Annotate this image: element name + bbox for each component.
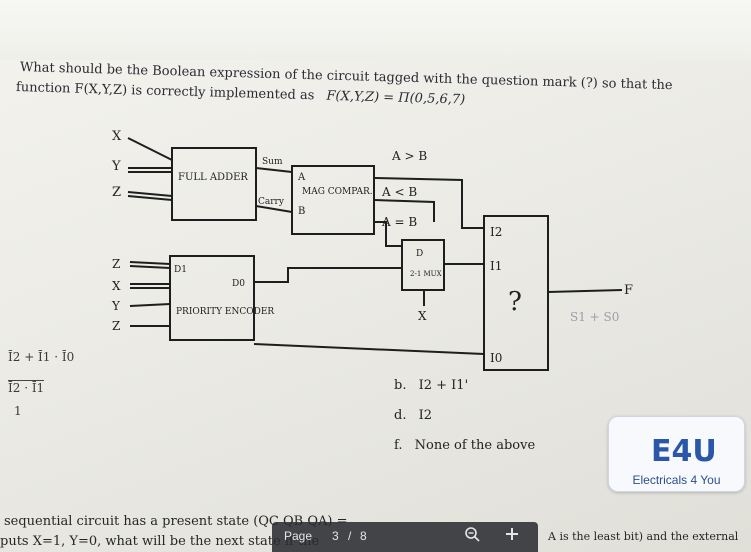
bottom-text-line-1: sequential circuit has a present state (… <box>4 514 348 529</box>
out-eq-label: A = B <box>381 215 417 229</box>
option-f-letter: f. <box>394 438 403 453</box>
watermark-logo-text: E4U <box>651 434 717 469</box>
bottom-text-line-2: puts X=1, Y=0, what will be the next sta… <box>0 534 320 549</box>
pe-input-4: Z <box>112 319 120 333</box>
pe-input-3: Y <box>111 299 121 313</box>
out-lt-label: A < B <box>381 185 417 199</box>
wire-z-fa <box>127 191 173 197</box>
zoom-in-button[interactable] <box>502 526 522 546</box>
option-b: b. I2 + I1' <box>394 378 468 393</box>
left-scribble-2: Ī2 · Ī1 <box>8 380 45 395</box>
left-scribble-1: Ī2 + Ī1 · Ī0 <box>8 350 75 364</box>
page-top-band <box>0 0 751 60</box>
option-d-letter: d. <box>394 408 407 423</box>
mux-sel-label: X <box>418 309 427 323</box>
zoom-in-icon <box>506 528 518 540</box>
output-f-label: F <box>624 283 633 298</box>
fa-sum-label: Sum <box>262 157 283 167</box>
wire-carry <box>255 205 293 213</box>
pe-label: PRIORITY ENCODER <box>176 307 274 317</box>
fa-carry-label: Carry <box>258 197 285 207</box>
label-input-x: X <box>112 129 122 144</box>
option-d-text: I2 <box>418 408 433 423</box>
wire-pe-in1 <box>129 261 171 265</box>
option-b-text: I2 + I1' <box>418 378 469 393</box>
option-f: f. None of the above <box>394 438 535 453</box>
left-scribble-3: 1 <box>14 404 22 418</box>
wire-pe-d1 <box>253 343 485 355</box>
out-gt-label: A > B <box>391 149 427 163</box>
mag-comp-label: MAG COMPAR. <box>302 187 373 197</box>
label-input-y: Y <box>111 159 121 174</box>
box-i1-label: I1 <box>490 259 502 273</box>
question-mark: ? <box>508 287 522 317</box>
pe-input-2: X <box>112 279 121 293</box>
wire-output-f <box>547 289 623 293</box>
page-separator: / <box>348 529 352 543</box>
mag-b-label: B <box>298 206 305 217</box>
option-d: d. I2 <box>394 408 432 423</box>
priority-encoder-box <box>169 255 255 341</box>
watermark-badge: E4U Electricals 4 You <box>608 416 745 492</box>
box-i0-label: I0 <box>490 351 502 365</box>
wire-pe-in1b <box>129 265 171 269</box>
wire-pe-in3 <box>129 303 171 307</box>
full-adder-label: FULL ADDER <box>178 172 248 183</box>
wire-sum <box>255 167 293 173</box>
watermark-logo: E4U <box>651 434 717 469</box>
wire-lt <box>373 199 435 222</box>
wire-z2-fa <box>127 195 173 201</box>
pe-d1-label: D1 <box>174 265 187 275</box>
zoom-out-icon <box>465 527 480 542</box>
wire-eq <box>374 221 402 247</box>
mux-box <box>401 239 445 291</box>
zoom-out-button[interactable] <box>462 526 482 546</box>
wire-x-fa <box>127 137 173 161</box>
full-adder-box <box>171 147 257 221</box>
right-scribble: S1 + S0 <box>570 310 620 324</box>
option-b-letter: b. <box>394 378 407 393</box>
page-label: Page <box>284 529 313 543</box>
wire-pe-d0 <box>254 267 402 283</box>
page-total: 8 <box>360 529 367 543</box>
pe-input-1: Z <box>112 257 120 271</box>
watermark-caption: Electricals 4 You <box>632 473 721 487</box>
output-logic-box <box>483 215 549 371</box>
pdf-toolbar: Page 3 / 8 <box>272 522 538 552</box>
option-f-text: None of the above <box>414 438 536 453</box>
box-i2-label: I2 <box>490 225 502 239</box>
mux-top-label: D <box>416 249 423 259</box>
wire-gt <box>373 177 484 229</box>
pe-d0-label: D0 <box>232 279 245 289</box>
label-input-z: Z <box>112 185 121 200</box>
bottom-text-line-1-tail: A is the least bit) and the external <box>548 530 739 543</box>
mux-label: 2-1 MUX <box>410 270 442 278</box>
mag-a-label: A <box>297 172 306 183</box>
page-number[interactable]: 3 <box>332 529 339 543</box>
